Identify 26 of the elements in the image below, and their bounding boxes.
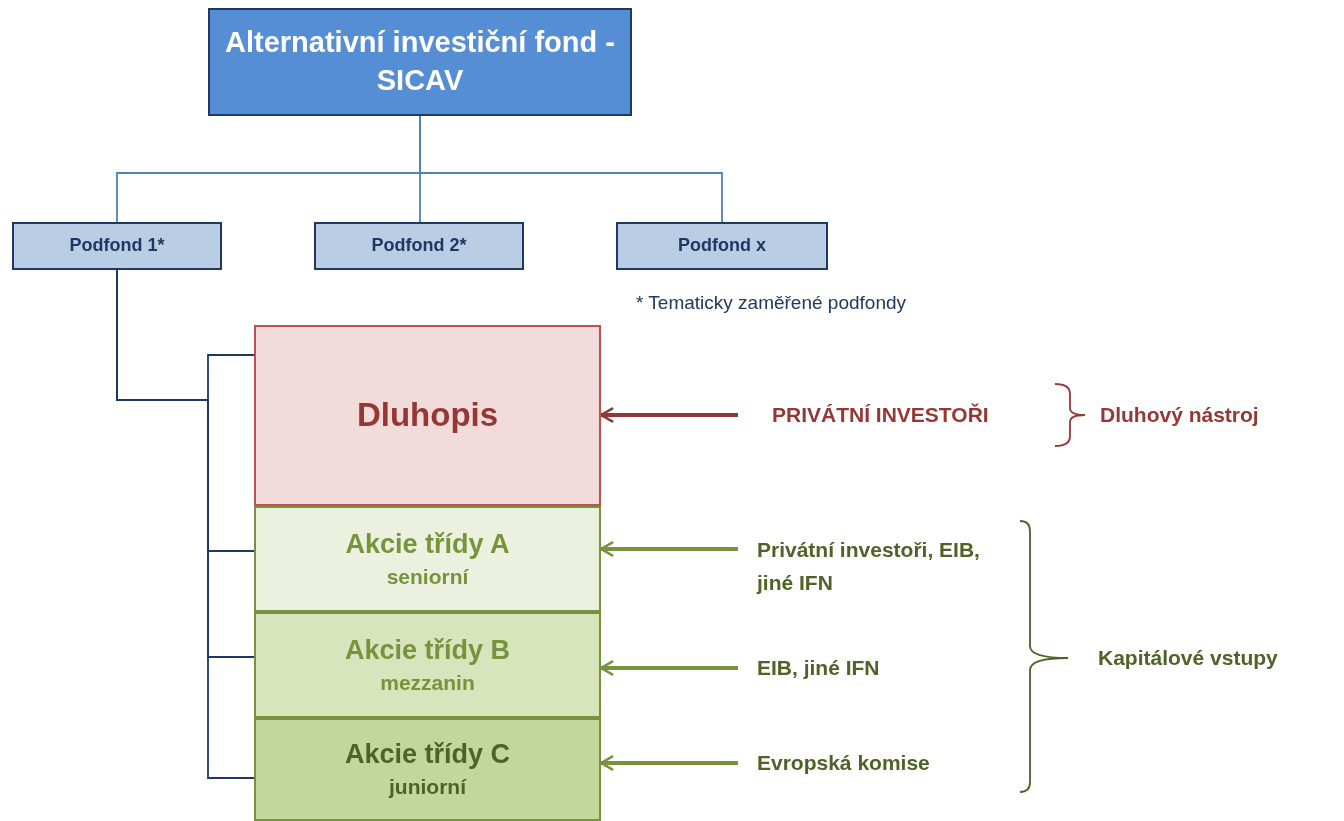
subfund-box bbox=[616, 222, 828, 270]
tranche-box bbox=[254, 506, 601, 612]
box-title: Dluhopis bbox=[356, 395, 499, 436]
fund-box bbox=[208, 8, 632, 116]
box-title: Akcie třídy A bbox=[345, 527, 510, 561]
source-label: Privátní investoři, EIB, jiné IFN bbox=[738, 532, 998, 602]
source-label: Dluhový nástroj bbox=[1100, 398, 1290, 432]
subfund-box bbox=[12, 222, 222, 270]
subfund-box bbox=[314, 222, 524, 270]
tranche-box bbox=[254, 325, 601, 506]
source-label: Evropská komise bbox=[738, 746, 968, 780]
source-label: PRIVÁTNÍ INVESTOŘI bbox=[738, 398, 1050, 432]
box-title: Alternativní investiční fond - SICAV bbox=[224, 25, 616, 98]
box-subtitle: mezzanin bbox=[380, 669, 475, 696]
box-title: Akcie třídy B bbox=[344, 633, 511, 667]
tranche-box bbox=[254, 612, 601, 718]
source-label: Kapitálové vstupy bbox=[1098, 641, 1338, 675]
box-subtitle: juniorní bbox=[389, 774, 466, 801]
tranche-box bbox=[254, 718, 601, 821]
footnote: * Tematicky zaměřené podfondy bbox=[636, 292, 907, 314]
box-title: Akcie třídy C bbox=[344, 738, 511, 772]
box-subtitle: seniorní bbox=[386, 563, 469, 590]
box-title: Podfond 2* bbox=[371, 234, 467, 258]
box-title: Podfond x bbox=[678, 234, 766, 258]
source-label: EIB, jiné IFN bbox=[738, 651, 938, 685]
box-title: Podfond 1* bbox=[69, 234, 165, 258]
